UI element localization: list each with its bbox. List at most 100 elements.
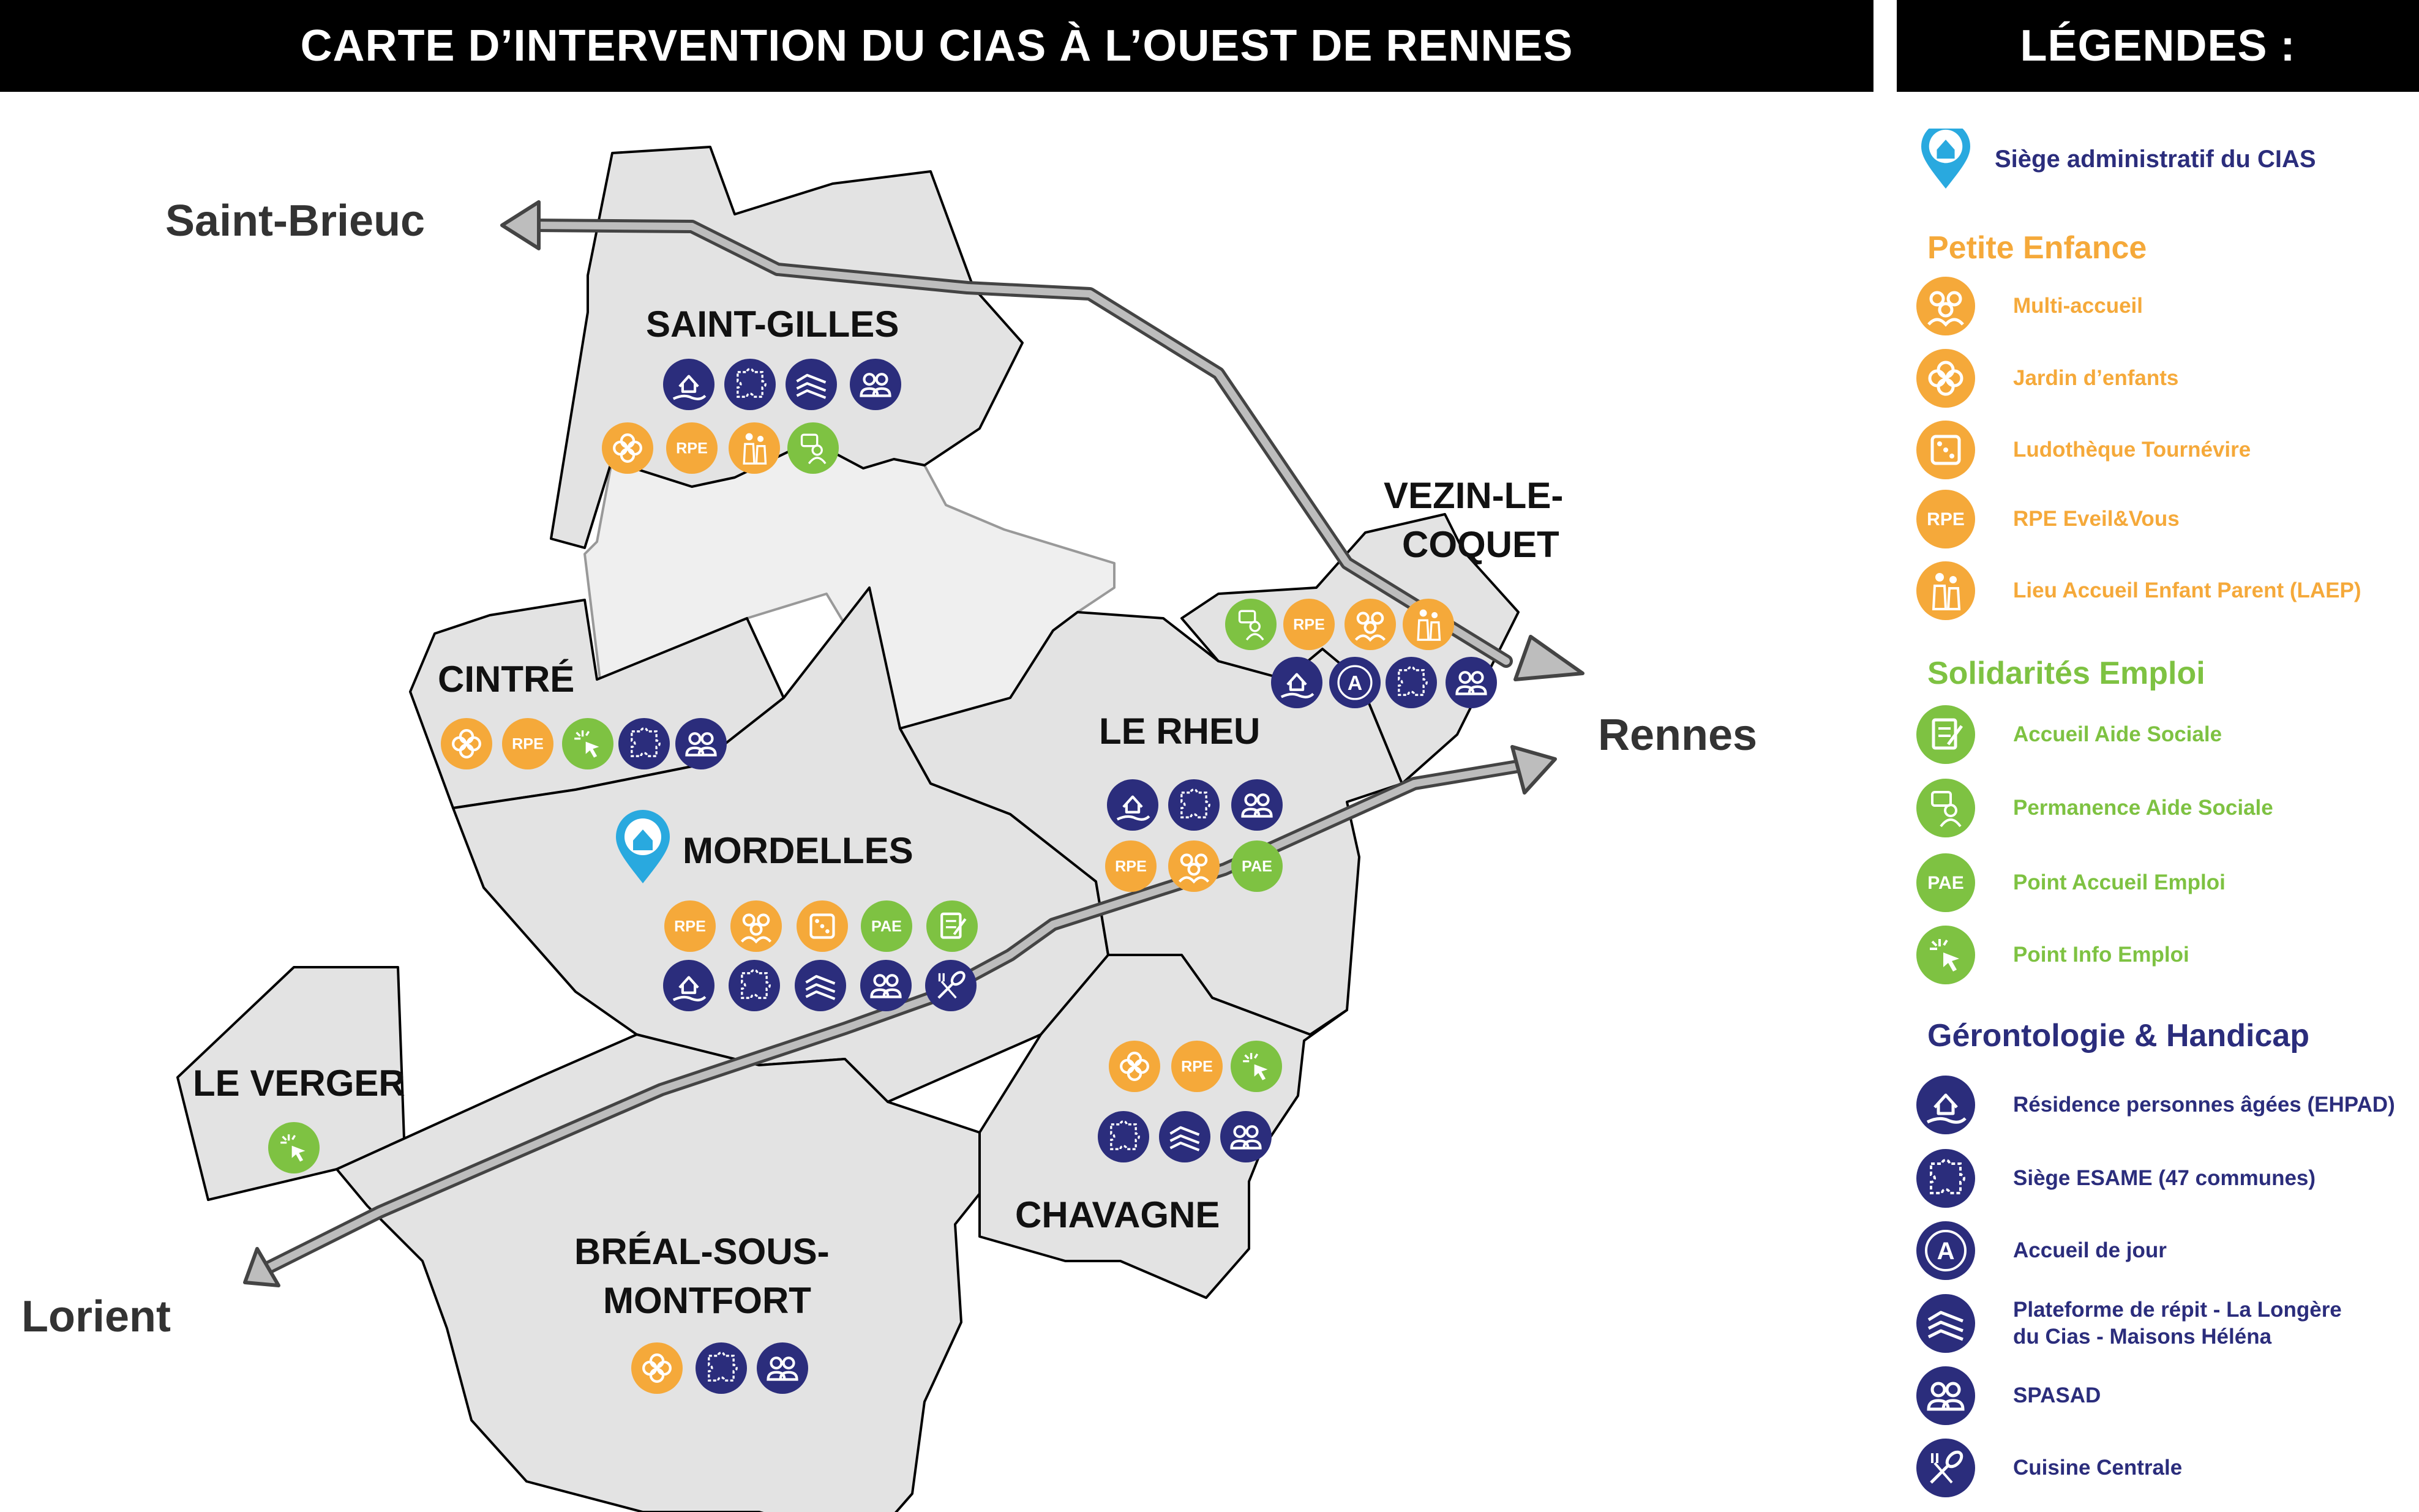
cintre-icons: RPE bbox=[441, 718, 727, 769]
house-hand-icon bbox=[1107, 779, 1158, 831]
arrow-rennes-south bbox=[1510, 745, 1557, 795]
legend-item-laep: Lieu Accueil Enfant Parent (LAEP) bbox=[1915, 560, 2419, 621]
house-hand-icon bbox=[1271, 657, 1322, 708]
rpe-badge: RPE bbox=[1171, 1041, 1223, 1092]
intervention-map: Saint-Brieuc Rennes Lorient SAINT-GILLES… bbox=[21, 146, 1757, 1512]
town-label-vezin-le-coquet-line2: COQUET bbox=[1402, 524, 1559, 565]
svg-text:PAE: PAE bbox=[1927, 873, 1963, 893]
legend-item-accueil-aide-sociale: Accueil Aide Sociale bbox=[1915, 704, 2419, 765]
legend-item-point-accueil-emploi: PAE Point Accueil Emploi bbox=[1915, 852, 2419, 913]
rpe-badge: RPE bbox=[1916, 490, 1975, 548]
town-label-saint-gilles: SAINT-GILLES bbox=[646, 304, 899, 345]
person-chat-icon bbox=[1916, 779, 1975, 837]
arrow-saint-brieuc bbox=[500, 200, 541, 250]
puzzle-icon bbox=[724, 359, 776, 410]
town-label-breal-line1: BRÉAL-SOUS- bbox=[574, 1231, 830, 1272]
town-label-mordelles: MORDELLES bbox=[683, 830, 913, 871]
legend-item-esame: Siège ESAME (47 communes) bbox=[1915, 1148, 2419, 1209]
legend-item-plateforme-repit: Plateforme de répit - La Longère du Cias… bbox=[1915, 1293, 2419, 1354]
legend-title: LÉGENDES : bbox=[1897, 0, 2419, 92]
rpe-badge: RPE bbox=[502, 718, 553, 769]
town-label-le-rheu: LE RHEU bbox=[1099, 711, 1260, 752]
legend-item-accueil-de-jour: A Accueil de jour bbox=[1915, 1220, 2419, 1281]
clover-icon bbox=[631, 1342, 683, 1394]
cursor-click-icon bbox=[1231, 1041, 1282, 1092]
arrow-lorient bbox=[243, 1247, 280, 1287]
legend-panel: Siège administratif du CIAS Petite Enfan… bbox=[1897, 92, 2419, 1512]
people-icon bbox=[757, 1342, 808, 1394]
puzzle-icon bbox=[1386, 657, 1437, 708]
puzzle-icon bbox=[729, 960, 780, 1011]
town-label-chavagne: CHAVAGNE bbox=[1015, 1194, 1220, 1235]
rpe-badge: RPE bbox=[666, 422, 718, 474]
rpe-badge: RPE bbox=[1105, 840, 1157, 892]
clover-icon bbox=[441, 718, 492, 769]
family-icon bbox=[729, 422, 780, 474]
hands-icon bbox=[1916, 1294, 1975, 1353]
legend-item-ehpad: Résidence personnes âgées (EHPAD) bbox=[1915, 1074, 2419, 1136]
le-rheu-icons: RPE PAE bbox=[1105, 779, 1283, 892]
puzzle-icon bbox=[1916, 1149, 1975, 1208]
form-icon bbox=[926, 900, 978, 952]
rpe-badge: RPE bbox=[664, 900, 716, 952]
legend-heading-petite-enfance: Petite Enfance bbox=[1927, 230, 2147, 266]
legend-item-siege: Siège administratif du CIAS bbox=[1915, 129, 2419, 190]
chavagne-icons: RPE bbox=[1098, 1041, 1282, 1162]
legend-label-repit-line2: du Cias - Maisons Héléna bbox=[2013, 1325, 2272, 1349]
svg-text:RPE: RPE bbox=[674, 918, 706, 935]
svg-text:RPE: RPE bbox=[1293, 616, 1325, 633]
fork-spoon-icon bbox=[1916, 1439, 1975, 1497]
people-icon bbox=[850, 359, 901, 410]
legend-item-point-info-emploi: Point Info Emploi bbox=[1915, 924, 2419, 986]
family-icon bbox=[1403, 599, 1454, 650]
legend-label-repit-line1: Plateforme de répit - La Longère bbox=[2013, 1298, 2342, 1322]
legend-item-spasad: SPASAD bbox=[1915, 1365, 2419, 1426]
svg-text:RPE: RPE bbox=[512, 735, 544, 752]
puzzle-icon bbox=[696, 1342, 747, 1394]
cursor-click-icon bbox=[1916, 926, 1975, 984]
clover-icon bbox=[1109, 1041, 1160, 1092]
legend-item-rpe: RPE RPE Eveil&Vous bbox=[1915, 488, 2419, 550]
form-icon bbox=[1916, 705, 1975, 764]
legend-item-cuisine-centrale: Cuisine Centrale bbox=[1915, 1437, 2419, 1499]
road-rennes-saint-brieuc bbox=[500, 200, 1585, 681]
person-chat-icon bbox=[787, 422, 839, 474]
pae-badge: PAE bbox=[861, 900, 912, 952]
accueil-jour-icon: A bbox=[1916, 1221, 1975, 1280]
town-label-vezin-le-coquet-line1: VEZIN-LE- bbox=[1384, 475, 1563, 516]
svg-text:RPE: RPE bbox=[1115, 858, 1147, 875]
clover-icon bbox=[1916, 349, 1975, 408]
cursor-click-icon bbox=[562, 718, 613, 769]
people-icon bbox=[1220, 1111, 1272, 1162]
saint-gilles-icons: RPE bbox=[602, 359, 901, 474]
town-label-breal-line2: MONTFORT bbox=[603, 1280, 811, 1321]
vezin-icons: RPE A bbox=[1225, 599, 1497, 708]
hands-icon bbox=[795, 960, 846, 1011]
people-icon bbox=[1916, 1366, 1975, 1425]
legend-heading-solidarites-emploi: Solidarités Emploi bbox=[1927, 656, 2205, 691]
legend-item-ludotheque: Ludothèque Tournévire bbox=[1915, 419, 2419, 481]
svg-text:RPE: RPE bbox=[676, 440, 708, 457]
svg-text:PAE: PAE bbox=[1242, 858, 1272, 875]
fork-spoon-icon bbox=[925, 960, 977, 1011]
city-label-saint-brieuc: Saint-Brieuc bbox=[165, 196, 425, 245]
city-label-lorient: Lorient bbox=[21, 1292, 171, 1341]
puzzle-icon bbox=[1098, 1111, 1149, 1162]
house-hand-icon bbox=[1916, 1076, 1975, 1134]
svg-text:A: A bbox=[1937, 1238, 1955, 1265]
house-hand-icon bbox=[663, 359, 714, 410]
people-icon bbox=[675, 718, 727, 769]
arrow-rennes-north bbox=[1513, 635, 1585, 681]
svg-text:A: A bbox=[1348, 672, 1362, 695]
accueil-jour-icon: A bbox=[1329, 657, 1381, 708]
pae-badge: PAE bbox=[1231, 840, 1283, 892]
svg-text:RPE: RPE bbox=[1927, 509, 1965, 530]
svg-text:PAE: PAE bbox=[871, 918, 902, 935]
dice-icon bbox=[1916, 421, 1975, 479]
pae-badge: PAE bbox=[1916, 853, 1975, 912]
hands-icon bbox=[1159, 1111, 1210, 1162]
people-icon bbox=[1446, 657, 1497, 708]
legend-item-jardin-enfants: Jardin d’enfants bbox=[1915, 348, 2419, 409]
hands-icon bbox=[786, 359, 837, 410]
legend-heading-gerontologie: Gérontologie & Handicap bbox=[1927, 1018, 2310, 1054]
